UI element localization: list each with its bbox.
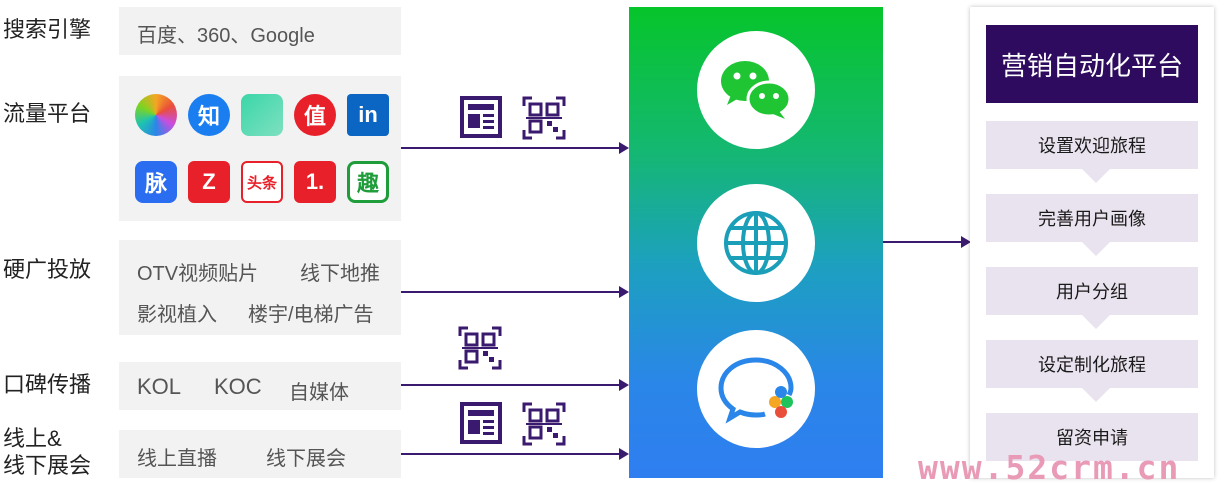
kol-text: KOL [137,374,182,399]
wecom-circle [697,330,815,448]
category-search: 搜索引擎 [3,17,92,42]
arrow-hard-ads [401,291,619,293]
platform-title: 营销自动化平台 [986,25,1198,103]
category-traffic: 流量平台 [3,101,92,126]
qr-code-icon [522,402,566,446]
step-user-grouping: 用户分组 [986,267,1198,315]
aperture-app-icon [135,94,177,136]
step-custom-journey: 设定制化旅程 [986,340,1198,388]
qr-code-icon [522,96,566,140]
arrow-to-platform [883,241,961,243]
chevron-down-icon [1082,388,1110,402]
wom-box [119,362,401,410]
arrow-events [401,453,619,455]
note-app-icon [241,94,283,136]
qr-code-icon [458,326,502,370]
category-events-line1: 线上& [3,426,62,451]
globe-icon [724,211,788,275]
otv-text: OTV视频贴片 [137,263,259,285]
elevator-ads-text: 楼宇/电梯广告 [248,304,374,326]
events-box [119,430,401,478]
step-user-profile: 完善用户画像 [986,194,1198,242]
wechat-circle [697,31,815,149]
category-hard-ads: 硬广投放 [3,257,92,282]
zhihu-icon: 知 [188,94,230,136]
maimai-icon: 脉 [135,161,177,203]
wechat-icon [721,61,792,119]
self-media-text: 自媒体 [289,382,349,404]
product-placement-text: 影视植入 [137,304,217,326]
article-icon [460,402,502,444]
arrowhead-events [619,448,629,460]
chevron-down-icon [1082,242,1110,256]
chevron-down-icon [1082,169,1110,183]
wecom-icon [718,357,794,424]
smzdm-icon: 值 [294,94,336,136]
arrowhead-wom [619,379,629,391]
chevron-down-icon [1082,315,1110,329]
linkedin-icon: in [347,94,389,136]
step-welcome-journey: 设置欢迎旅程 [986,121,1198,169]
koc-text: KOC [214,374,262,399]
qutoutiao-icon: 趣 [347,161,389,203]
watermark: www.52crm.cn [918,448,1181,487]
search-box [119,7,401,55]
arrow-wom [401,384,619,386]
livestream-text: 线上直播 [137,448,217,470]
search-engines-text: 百度、360、Google [137,25,315,47]
article-icon [460,96,502,138]
offline-expo-text: 线下展会 [266,448,346,470]
arrow-traffic [401,147,619,149]
step-lead-application: 留资申请 [986,413,1198,461]
arrowhead-to-platform [961,236,971,248]
toutiao-icon: 头条 [241,161,283,203]
category-word-of-mouth: 口碑传播 [3,372,92,397]
website-circle [697,184,815,302]
hard-ads-box [119,240,401,335]
arrowhead-traffic [619,142,629,154]
ground-promo-text: 线下地推 [300,263,380,285]
arrowhead-hard-ads [619,286,629,298]
yidian-icon: 1. [294,161,336,203]
z-app-icon: Z [188,161,230,203]
category-events-line2: 线下展会 [3,453,92,478]
